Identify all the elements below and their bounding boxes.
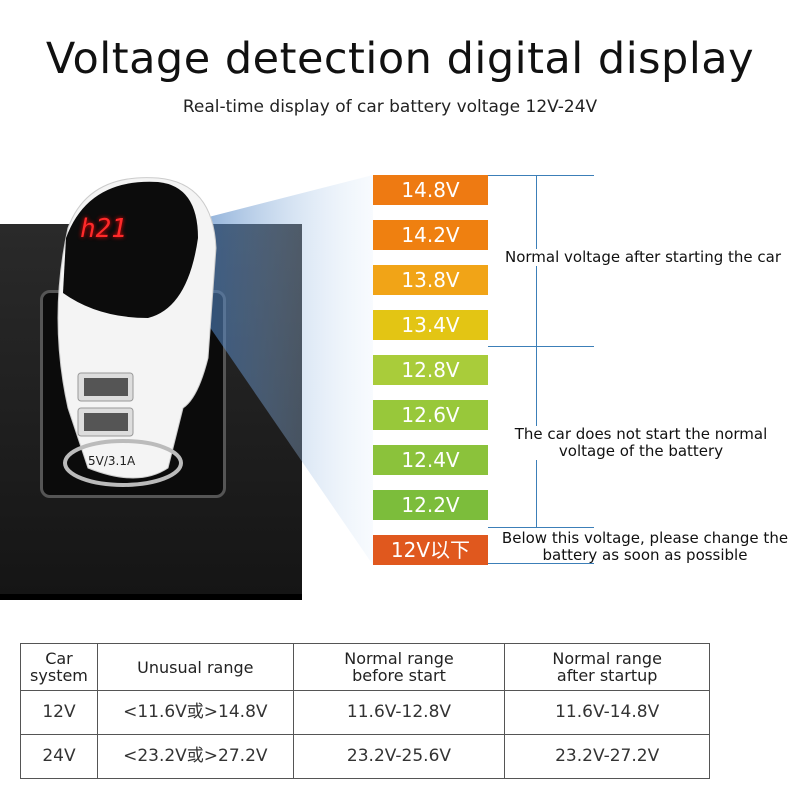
page-title: Voltage detection digital display: [45, 34, 755, 84]
voltage-level-bar: 12.4V: [373, 445, 488, 475]
voltage-level-bar: 14.8V: [373, 175, 488, 205]
charger-rating-label: 5V/3.1A: [88, 454, 136, 468]
annotation-after-start: Normal voltage after starting the car: [492, 249, 794, 266]
annotation-below: Below this voltage, please change the ba…: [490, 530, 800, 564]
header-line: Car: [45, 649, 73, 668]
table-cell: 23.2V-27.2V: [504, 734, 710, 779]
header-line: Normal range: [552, 649, 662, 668]
bracket-line: [488, 563, 594, 564]
table-cell: 24V: [20, 734, 98, 779]
header-line: before start: [352, 666, 446, 685]
car-charger-image: [57, 177, 217, 487]
annotation-line: The car does not start the normal: [514, 425, 768, 443]
table-row: 12V <11.6V或>14.8V 11.6V-12.8V 11.6V-14.8…: [20, 690, 710, 735]
page-subtitle: Real-time display of car battery voltage…: [182, 97, 598, 117]
voltage-level-bar: 13.8V: [373, 265, 488, 295]
table-cell: 12V: [20, 690, 98, 735]
table-cell: 11.6V-12.8V: [292, 690, 506, 735]
bracket-line: [488, 346, 594, 347]
voltage-level-bar: 12.2V: [373, 490, 488, 520]
annotation-not-started: The car does not start the normal voltag…: [498, 426, 784, 460]
header-line: Normal range: [344, 649, 454, 668]
annotation-line: Below this voltage, please change the: [501, 529, 789, 547]
table-cell: <11.6V或>14.8V: [96, 690, 294, 735]
voltage-level-bar: 12V以下: [373, 535, 488, 565]
table-cell: <23.2V或>27.2V: [96, 734, 294, 779]
header-unusual-range: Unusual range: [96, 643, 294, 691]
table-row: 24V <23.2V或>27.2V 23.2V-25.6V 23.2V-27.2…: [20, 734, 710, 779]
annotation-line: battery as soon as possible: [542, 546, 748, 564]
header-line: system: [30, 666, 88, 685]
bracket-vertical-line: [536, 175, 537, 527]
voltage-level-bar: 14.2V: [373, 220, 488, 250]
table-cell: 23.2V-25.6V: [292, 734, 506, 779]
header-line: after startup: [556, 666, 658, 685]
voltage-level-bar: 12.8V: [373, 355, 488, 385]
bracket-line: [488, 527, 594, 528]
voltage-level-bar: 13.4V: [373, 310, 488, 340]
voltage-level-bar: 12.6V: [373, 400, 488, 430]
table-cell: 11.6V-14.8V: [504, 690, 710, 735]
annotation-line: voltage of the battery: [558, 442, 724, 460]
voltage-display-reading: h21: [80, 214, 127, 244]
header-line: Unusual range: [137, 657, 254, 677]
bracket-line: [488, 175, 594, 176]
